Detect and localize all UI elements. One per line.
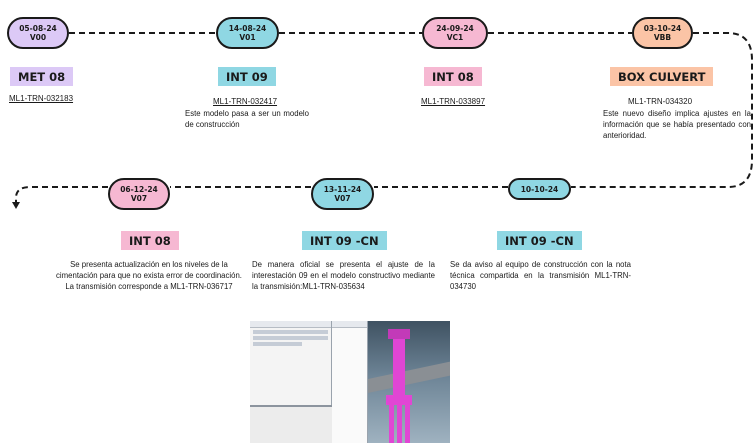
milestone-tag: BOX CULVERT <box>610 67 714 86</box>
milestone-description: Se presenta actualización en los niveles… <box>56 260 242 291</box>
milestone-date: 05-08-24 <box>19 24 57 33</box>
milestone-description: Este nuevo diseño implica ajustes en la … <box>603 109 751 140</box>
milestone-description: De manera oficial se presenta el ajuste … <box>252 260 435 291</box>
pile-shape <box>397 405 402 443</box>
milestone-pill-3: 24-09-24 VC1 <box>422 17 488 49</box>
model-tree-panel <box>250 321 332 443</box>
milestone-version: V07 <box>334 194 351 203</box>
milestone-pill-6: 13-11-24 V07 <box>311 178 374 210</box>
milestone-tag: MET 08 <box>10 67 74 86</box>
milestone-pill-2: 14-08-24 V01 <box>216 17 279 49</box>
milestone-description: Se da aviso al equipo de construcción co… <box>450 260 631 291</box>
milestone-date: 10-10-24 <box>520 184 559 194</box>
milestone-tag: INT 09 -CN <box>302 231 387 250</box>
milestone-tag: INT 08 <box>121 231 179 250</box>
milestone-date: 03-10-24 <box>643 24 682 33</box>
milestone-date: 24-09-24 <box>436 24 474 33</box>
milestone-date: 13-11-24 <box>323 185 362 194</box>
milestone-tag: INT 08 <box>424 67 482 86</box>
transmission-code: ML1-TRN-032183 <box>9 94 74 103</box>
milestone-date: 14-08-24 <box>228 24 267 33</box>
milestone-tag: INT 09 <box>218 67 276 86</box>
milestone-tag: INT 09 -CN <box>497 231 582 250</box>
transmission-code: ML1-TRN-034320 <box>628 97 693 106</box>
transmission-code: ML1-TRN-033897 <box>421 97 486 106</box>
milestone-pill-5: 10-10-24 <box>508 178 571 200</box>
milestone-date: 06-12-24 <box>120 185 158 194</box>
milestone-version: VBB <box>653 33 672 42</box>
model-viewer-screenshot <box>250 321 450 443</box>
milestone-pill-7: 06-12-24 V07 <box>108 178 170 210</box>
milestone-version: VC1 <box>446 33 464 42</box>
milestone-version: V00 <box>29 33 47 42</box>
properties-panel <box>332 321 368 443</box>
column-cap-shape <box>388 329 410 339</box>
milestone-description: Este modelo pasa a ser un modelo de cons… <box>185 109 309 129</box>
milestone-version: V07 <box>130 194 148 203</box>
milestone-pill-4: 03-10-24 VBB <box>632 17 693 49</box>
pile-shape <box>389 405 394 443</box>
transmission-code: ML1-TRN-032417 <box>213 97 278 106</box>
footing-shape <box>386 395 412 405</box>
milestone-pill-1: 05-08-24 V00 <box>7 17 69 49</box>
column-shape <box>393 329 405 395</box>
pile-shape <box>405 405 410 443</box>
milestone-version: V01 <box>239 33 256 42</box>
